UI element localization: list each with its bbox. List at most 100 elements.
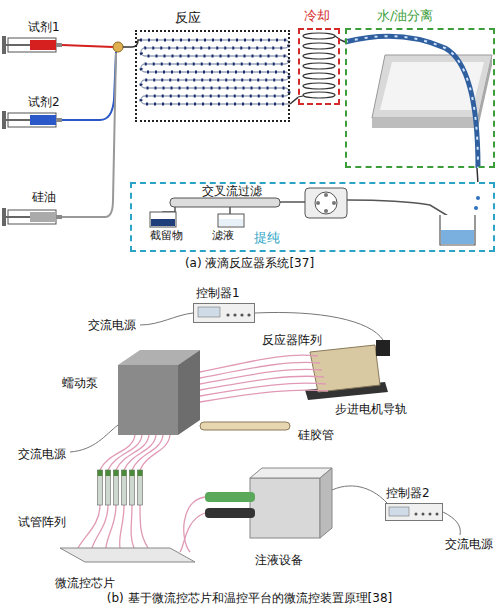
coil-turn [303, 83, 335, 89]
part-label: 试管阵列 [18, 515, 66, 529]
pink-tubes [78, 355, 328, 552]
tube [92, 505, 108, 548]
tube-cap [122, 470, 127, 476]
tube [120, 505, 124, 548]
droplets [345, 36, 478, 168]
controller-box: 控制器2 [385, 503, 443, 521]
coil-turn [303, 33, 335, 39]
black-syringe [205, 508, 255, 518]
part-label: 注液设备 [255, 553, 303, 567]
power-wire [443, 512, 460, 535]
tube [140, 505, 148, 548]
pump-roller [316, 201, 320, 205]
reactor-array [310, 345, 380, 392]
part-label: 步进电机导轨 [335, 402, 407, 416]
controller-screen [389, 507, 409, 516]
tube-connector [476, 168, 478, 182]
tube [200, 362, 320, 378]
filtrate-liquid [219, 219, 243, 226]
coil-turn [303, 73, 335, 79]
syringe-liquid [30, 212, 56, 222]
node-label: 滤液 [212, 229, 234, 242]
tray-side [478, 55, 492, 128]
tube [108, 435, 142, 470]
controller-button [233, 313, 236, 316]
test-tube [98, 470, 103, 505]
tube-cap [114, 470, 119, 476]
microfluidic-chip [60, 548, 195, 562]
controller-button [240, 313, 243, 316]
part-label: 交流电源 [88, 318, 136, 332]
tube [106, 505, 116, 548]
controller-screen [198, 307, 220, 317]
tube [200, 390, 328, 402]
test-tube [130, 470, 135, 505]
part-label: 硅油 [32, 190, 56, 204]
node-label: 水/油分离 [377, 8, 433, 24]
controller-body [193, 303, 255, 323]
reaction-region: 反应 [135, 30, 290, 122]
controller-button [429, 513, 432, 516]
controller-button [247, 313, 250, 316]
droplet [474, 206, 478, 210]
part-label: 硅胶管 [298, 428, 334, 442]
stepper-motor [376, 340, 390, 356]
separation-tube [345, 36, 478, 168]
pump-front [118, 365, 178, 435]
tube-cap [98, 470, 103, 476]
syringe-nozzle [56, 215, 62, 219]
syringe-plunger [2, 208, 6, 226]
power-wire [70, 425, 118, 452]
part-label: 试剂2 [28, 95, 60, 109]
separation-region: 水/油分离 [345, 28, 495, 168]
tube-connector [290, 97, 298, 104]
coil-turn [303, 43, 335, 49]
part-label: 交流电源 [445, 537, 493, 551]
node-label: 控制器1 [196, 286, 240, 300]
syringe-liquid [30, 115, 56, 125]
cooling-coil [298, 33, 340, 98]
pump-tube [347, 200, 448, 216]
filter-cylinder [170, 198, 280, 207]
controller-box: 控制器1 [193, 303, 255, 323]
silicone-tube [200, 422, 290, 430]
test-tube [138, 470, 143, 505]
test-tube-array [98, 470, 143, 505]
syringe-nozzle [56, 43, 62, 47]
droplet [476, 196, 480, 200]
test-tube [106, 470, 111, 505]
green-syringe [205, 492, 255, 502]
test-tube [122, 470, 127, 505]
syringe-reagent-1 [2, 36, 62, 54]
beaker-liquid [441, 230, 474, 244]
tube [124, 435, 156, 470]
syringe-silicone-oil [2, 208, 62, 226]
node-label: 控制器2 [386, 486, 430, 500]
injector-side [320, 468, 332, 538]
tube [180, 513, 205, 552]
part-label: 蠕动泵 [62, 376, 98, 390]
coil-turn [303, 92, 335, 98]
syringe-liquid [30, 40, 56, 50]
controller-button [415, 513, 418, 516]
beaker [150, 212, 176, 227]
purification-region: 交叉流过滤截留物滤液提纯 [130, 182, 495, 252]
part-label: 反应器阵列 [262, 333, 322, 347]
tube-cap [130, 470, 135, 476]
power-wire [140, 313, 193, 325]
reagent-tube [62, 45, 113, 47]
reaction-coil [140, 40, 290, 104]
controller-body [385, 503, 443, 521]
pump-roller [332, 201, 336, 205]
droplets [140, 40, 290, 104]
tube-cap [106, 470, 111, 476]
retentate-liquid [151, 219, 175, 226]
pump-roller [324, 209, 328, 213]
plunger-rod [6, 44, 30, 46]
pump-roller [324, 193, 328, 197]
tube [140, 435, 170, 470]
node-label: 交叉流过滤 [202, 184, 262, 198]
syringe-reagent-2 [2, 111, 62, 129]
beaker [440, 215, 475, 245]
